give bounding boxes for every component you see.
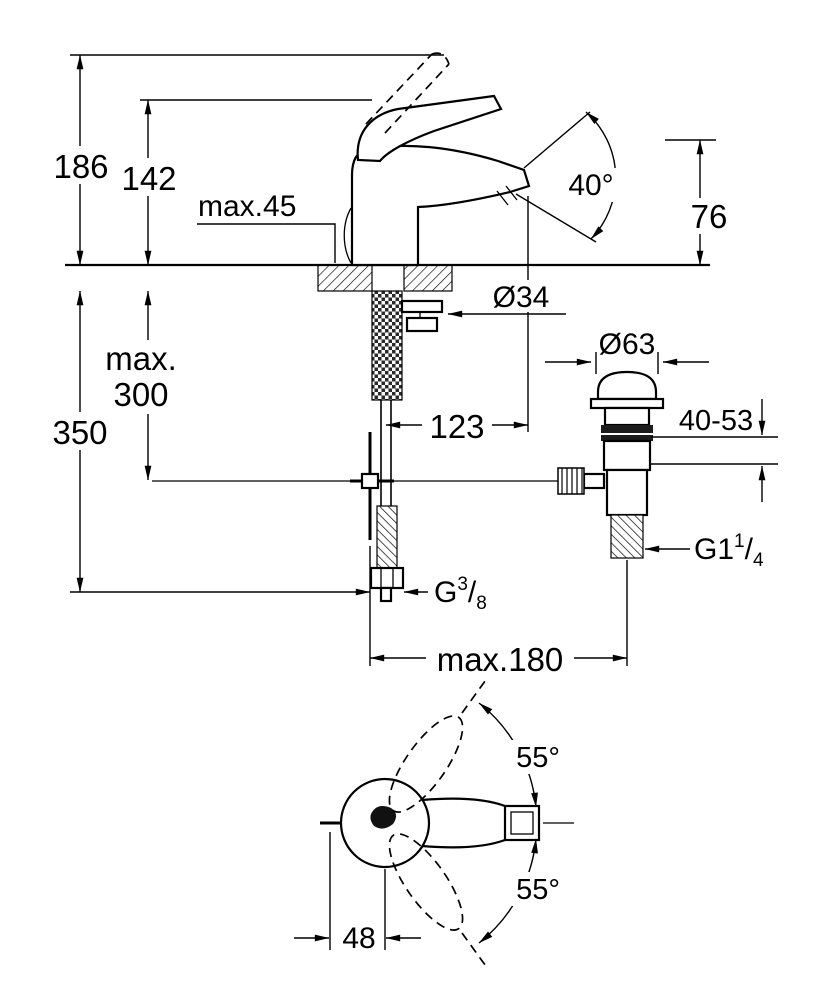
dim-40deg: 40° (515, 111, 624, 243)
lever-handle (356, 94, 503, 163)
dim-76: 76 (686, 139, 732, 266)
dim-max45: max.45 (197, 190, 336, 263)
dim-350: 350 (50, 290, 110, 593)
dim-label-123: 123 (429, 408, 484, 445)
spout-tip-square (503, 804, 541, 842)
dim-label-48: 48 (342, 922, 375, 955)
dim-g114: G11/4 (644, 531, 764, 571)
dimensions-side: 186 142 max.45 40° (50, 54, 778, 678)
dim-48: 48 (294, 832, 421, 956)
dim-label-max180: max.180 (437, 641, 564, 678)
dim-label-142: 142 (121, 160, 176, 197)
dim-label-76: 76 (691, 198, 728, 235)
dim-label-40deg: 40° (568, 169, 613, 202)
dim-label-g114: G11/4 (694, 531, 764, 571)
faucet-body-side (343, 52, 531, 267)
dim-label-max300-line1: max. (105, 340, 177, 377)
dim-max300: max. 300 (100, 290, 184, 481)
popup-waste-valve (557, 370, 665, 559)
dim-max180: max.180 (369, 640, 628, 678)
popup-rod (152, 432, 560, 540)
counter-section (65, 263, 710, 292)
dim-123: 123 (385, 408, 529, 445)
dim-label-max45: max.45 (198, 190, 296, 223)
dim-label-g38: G3/8 (434, 574, 487, 614)
dim-label-350: 350 (52, 414, 107, 451)
dim-dia63: Ø63 (545, 328, 709, 366)
dim-g38: G3/8 (332, 574, 487, 614)
plan-view: 55° 55° 48 (294, 676, 574, 970)
aerator-square (510, 811, 534, 835)
waste-knurled-knob (557, 467, 585, 495)
dim-label-dia34: Ø34 (493, 281, 550, 314)
dim-dia34: Ø34 (447, 280, 566, 318)
handle-swivel-dashed (388, 676, 489, 970)
dim-label-55-top: 55° (516, 742, 560, 774)
shank-and-hoses (369, 290, 444, 603)
lever-handle-raised-dashed (365, 52, 450, 134)
dim-label-max300-line2: 300 (113, 376, 168, 413)
dim-142: 142 (120, 99, 178, 266)
aerator-ticks (496, 185, 518, 206)
dim-40-53: 40-53 (679, 399, 766, 502)
cartridge-detail (370, 806, 397, 829)
dim-label-40-53: 40-53 (679, 405, 753, 437)
dim-55-bottom: 55° (478, 838, 570, 944)
dim-label-186: 186 (53, 148, 108, 185)
dim-55-top: 55° (478, 702, 570, 808)
side-view: 186 142 max.45 40° (50, 52, 778, 678)
dim-label-55-bottom: 55° (516, 874, 560, 906)
dim-label-dia63: Ø63 (599, 328, 656, 361)
faucet-body-plan (320, 777, 574, 869)
dim-186: 186 (52, 54, 110, 266)
